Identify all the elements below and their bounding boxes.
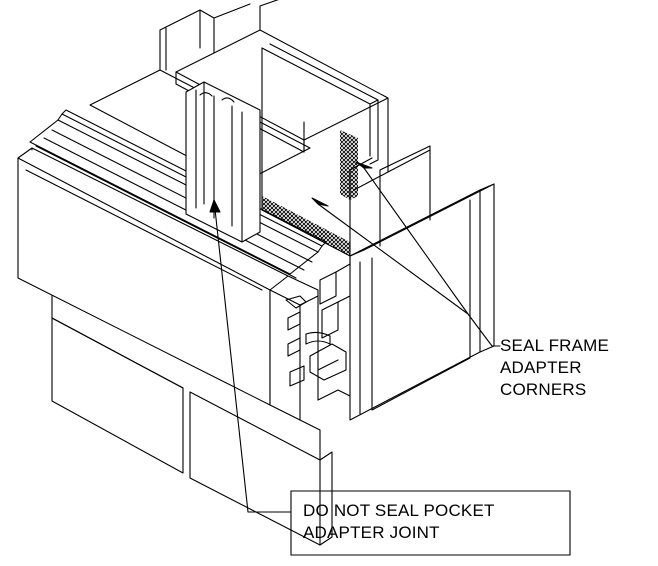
pocket-label-line-1: DO NOT SEAL POCKET bbox=[303, 501, 495, 520]
seal-leader-lines bbox=[311, 161, 501, 347]
lower-glass-panel-right bbox=[189, 391, 333, 546]
seal-label-line-1: SEAL FRAME bbox=[500, 336, 610, 355]
seal-hatch-corners bbox=[262, 130, 358, 256]
pocket-label-line-2: ADAPTER JOINT bbox=[303, 523, 440, 542]
seal-label-line-2: ADAPTER bbox=[500, 358, 582, 377]
end-profile-extrusion bbox=[269, 263, 351, 461]
right-horizontal-tube bbox=[349, 145, 495, 421]
horizontal-mullion-face bbox=[17, 147, 289, 406]
vertical-mullion-box bbox=[175, 0, 389, 257]
seal-label-line-3: CORNERS bbox=[500, 380, 587, 399]
do-not-seal-pocket-label: DO NOT SEAL POCKET ADAPTER JOINT bbox=[303, 500, 495, 544]
pocket-leader-line bbox=[209, 199, 291, 513]
lower-glass-panel-left bbox=[51, 247, 184, 474]
pocket-adapter bbox=[185, 81, 261, 243]
seal-frame-adapter-corners-label: SEAL FRAME ADAPTER CORNERS bbox=[500, 335, 609, 401]
pocket-callout-box bbox=[290, 490, 571, 556]
